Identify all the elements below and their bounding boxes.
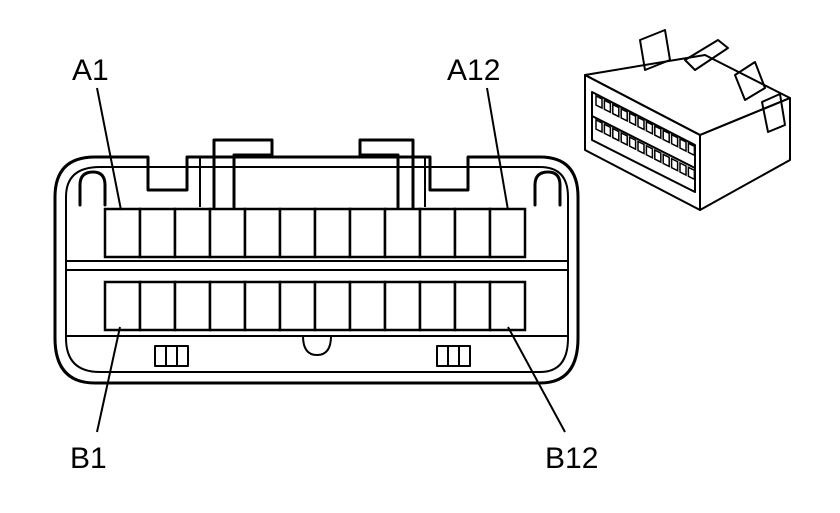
pin-a10	[418, 207, 457, 259]
iso-pin-cell	[654, 148, 662, 164]
pin-b6	[278, 280, 317, 332]
pin-b11	[453, 280, 492, 332]
iso-pin-cell	[603, 99, 612, 114]
iso-pin-cell	[595, 118, 603, 134]
pin-b10	[418, 280, 457, 332]
iso-pin-cell	[670, 133, 679, 148]
top-latch	[199, 138, 426, 209]
pin-row-b	[103, 280, 527, 332]
pin-a2	[138, 207, 177, 259]
leader-b1	[96, 326, 121, 433]
iso-pin-cell	[645, 144, 654, 160]
pin-a6	[278, 207, 317, 259]
pin-b12	[488, 280, 527, 332]
pin-b8	[348, 280, 387, 332]
iso-pin-cell	[637, 140, 645, 155]
iso-pin-cell	[687, 166, 696, 181]
pin-a5	[243, 207, 282, 259]
pin-b3	[173, 280, 212, 332]
iso-pin-cell	[603, 123, 612, 138]
pin-b7	[313, 280, 352, 332]
iso-pin-cell	[679, 161, 687, 177]
leader-lines	[96, 87, 566, 433]
pin-b4	[208, 280, 247, 332]
iso-pin-cell	[679, 137, 687, 153]
iso-pin-cell	[595, 94, 603, 110]
label-a12: A12	[447, 54, 500, 87]
label-b12: B12	[545, 442, 598, 475]
iso-pin-cell	[628, 135, 637, 151]
iso-pin-cell	[612, 127, 620, 142]
iso-pin-cell	[620, 107, 628, 123]
label-a1: A1	[72, 54, 109, 87]
leader-b12	[507, 326, 566, 433]
iso-pin-cell	[687, 142, 696, 157]
connector-isometric-illustration	[584, 29, 791, 211]
iso-pin-cell	[628, 111, 637, 127]
iso-pin-cell	[637, 116, 645, 131]
iso-pin-cell	[662, 129, 670, 144]
pin-a9	[383, 207, 422, 259]
pin-a7	[313, 207, 352, 259]
label-b1: B1	[70, 442, 107, 475]
pin-a11	[453, 207, 492, 259]
pin-a8	[348, 207, 387, 259]
pin-b2	[138, 280, 177, 332]
bottom-features	[66, 335, 568, 367]
iso-pin-cell	[654, 124, 662, 140]
iso-pin-cell	[620, 131, 628, 147]
pin-b1	[103, 280, 142, 332]
pin-b5	[243, 280, 282, 332]
pin-a4	[208, 207, 247, 259]
iso-pin-cell	[670, 157, 679, 172]
leader-a1	[96, 87, 122, 211]
pin-b9	[383, 280, 422, 332]
pin-row-a	[103, 207, 527, 259]
pin-a12	[488, 207, 527, 259]
iso-pin-cell	[662, 153, 670, 168]
leader-a12	[486, 87, 509, 211]
pin-a1	[103, 207, 142, 259]
connector-housing	[53, 155, 580, 385]
iso-pin-cell	[612, 103, 620, 118]
pin-a3	[173, 207, 212, 259]
iso-pin-cell	[645, 120, 654, 136]
